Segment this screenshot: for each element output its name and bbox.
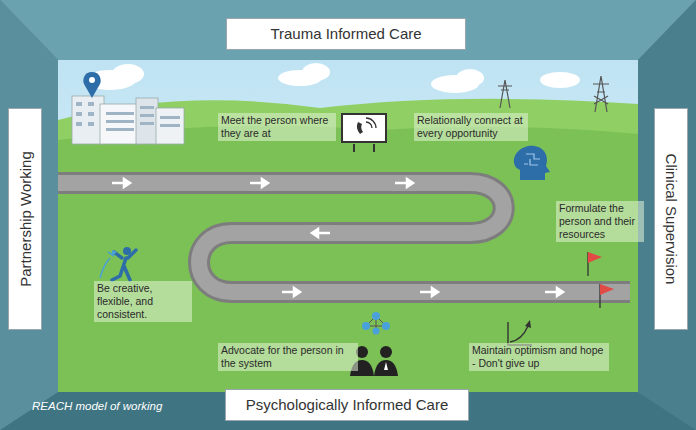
step-label: Formulate the person and their resources xyxy=(556,201,644,242)
band-label-box: Trauma Informed Care xyxy=(226,18,466,50)
band-label: Partnership Working xyxy=(17,151,34,287)
step-label: Relationally connect at every opportunit… xyxy=(414,113,528,141)
band-label: Clinical Supervision xyxy=(663,154,680,285)
caption: REACH model of working xyxy=(32,400,162,412)
step-label: Advocate for the person in the system xyxy=(218,343,358,371)
band-label: Trauma Informed Care xyxy=(227,19,465,49)
step-label: Maintain optimism and hope - Don't give … xyxy=(469,343,609,371)
band-label-box: Clinical Supervision xyxy=(654,108,688,330)
band-label-box: Psychologically Informed Care xyxy=(225,389,469,421)
band-label: Psychologically Informed Care xyxy=(226,390,468,420)
step-label: Meet the person where they are at xyxy=(218,113,336,141)
step-label: Be creative, flexible, and consistent. xyxy=(94,281,192,322)
band-label-box: Partnership Working xyxy=(8,108,42,330)
